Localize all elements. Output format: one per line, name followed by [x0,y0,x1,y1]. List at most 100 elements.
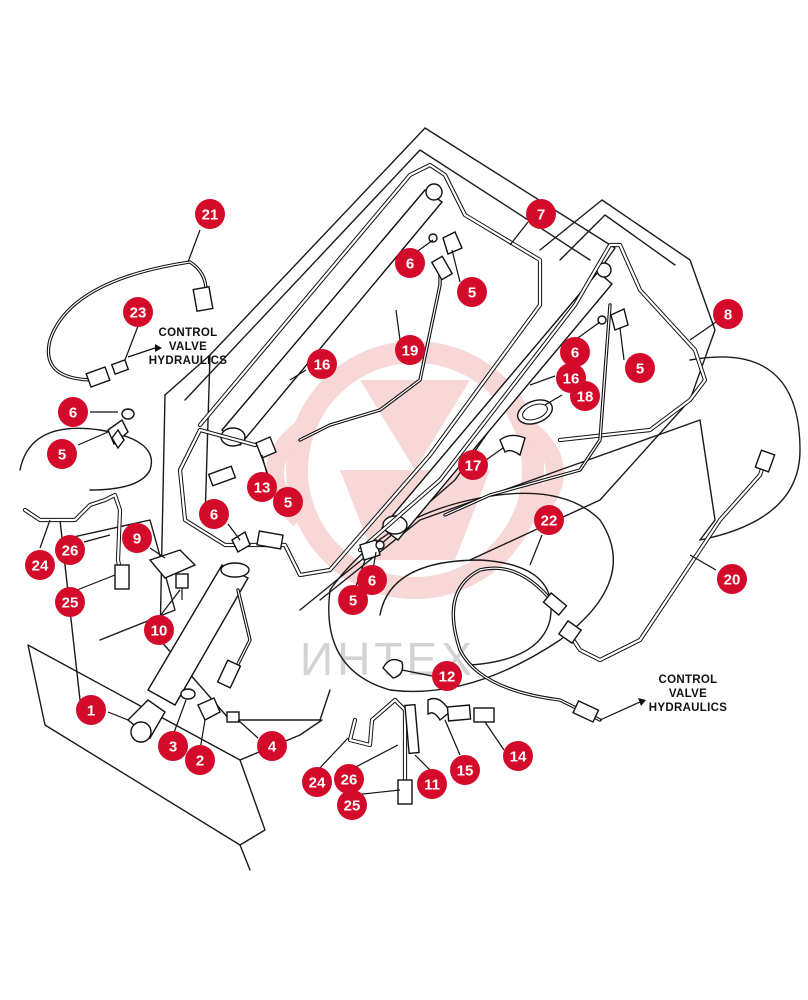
callout-12: 12 [432,661,462,691]
callout-circle [55,587,85,617]
callout-layer: 2123652426259106135161965786516181722206… [25,199,747,820]
callout-label: 5 [468,285,476,302]
callout-label: 7 [537,207,545,224]
note-lower-line-3: HYDRAULICS [649,702,727,714]
callout-circle [257,731,287,761]
callout-26: 26 [55,535,85,565]
note-upper-line-2: VALVE [169,341,207,353]
callout-label: 6 [368,573,376,590]
callout-24: 24 [302,767,332,797]
callout-circle [417,769,447,799]
callout-13: 13 [247,472,277,502]
callout-label: 5 [349,593,357,610]
note-upper-line-3: HYDRAULICS [149,355,227,367]
callout-circle [338,585,368,615]
callout-label: 25 [62,595,79,612]
fittings [107,231,629,755]
callout-label: 5 [636,361,644,378]
callout-label: 10 [151,623,168,640]
callout-10: 10 [144,615,174,645]
callout-circle [47,439,77,469]
callout-17: 17 [458,450,488,480]
callout-24: 24 [25,550,55,580]
callout-label: 26 [341,772,358,789]
callout-label: 20 [724,572,741,589]
callout-11: 11 [417,769,447,799]
callout-circle [76,695,106,725]
callout-5: 5 [338,585,368,615]
callout-circle [713,299,743,329]
callout-5: 5 [47,439,77,469]
callout-circle [302,767,332,797]
callout-circle [625,353,655,383]
callout-16: 16 [307,349,337,379]
callout-18: 18 [570,381,600,411]
callout-14: 14 [503,741,533,771]
callout-9: 9 [122,523,152,553]
callout-label: 6 [69,405,77,422]
callout-circle [503,741,533,771]
callout-circle [334,764,364,794]
callout-circle [195,199,225,229]
callout-circle [123,297,153,327]
callout-3: 3 [158,731,188,761]
tilt-cylinder [126,562,250,743]
callout-8: 8 [713,299,743,329]
callout-circle [55,535,85,565]
callout-22: 22 [534,505,564,535]
callout-label: 19 [402,343,419,360]
callout-label: 16 [563,371,580,388]
hydraulic-lines [22,162,776,805]
callout-circle [25,550,55,580]
callout-label: 3 [169,739,177,756]
note-lower-line-1: CONTROL [659,674,718,686]
callout-25: 25 [337,790,367,820]
callout-circle [450,755,480,785]
callout-label: 1 [87,703,95,720]
callout-5: 5 [625,353,655,383]
callout-label: 13 [254,480,271,497]
callout-6: 6 [395,248,425,278]
callout-circle [534,505,564,535]
callout-2: 2 [185,745,215,775]
callout-label: 23 [130,305,147,322]
callout-circle [526,199,556,229]
callout-label: 11 [424,777,440,794]
callout-20: 20 [717,564,747,594]
callout-label: 4 [268,739,277,756]
callout-21: 21 [195,199,225,229]
callout-7: 7 [526,199,556,229]
callout-6: 6 [58,397,88,427]
callout-label: 14 [510,749,527,766]
callout-label: 22 [541,513,558,530]
callout-label: 12 [439,669,456,686]
callout-circle [144,615,174,645]
callout-19: 19 [395,335,425,365]
callout-23: 23 [123,297,153,327]
callout-circle [307,349,337,379]
callout-circle [185,745,215,775]
callout-circle [395,248,425,278]
callout-5: 5 [457,277,487,307]
callout-label: 24 [32,558,49,575]
callout-circle [58,397,88,427]
callout-label: 6 [210,507,218,524]
callout-6: 6 [560,337,590,367]
callout-label: 16 [314,357,331,374]
callout-circle [570,381,600,411]
callout-circle [457,277,487,307]
note-lower-line-2: VALVE [669,688,707,700]
callout-label: 24 [309,775,326,792]
callout-25: 25 [55,587,85,617]
callout-circle [458,450,488,480]
callout-1: 1 [76,695,106,725]
callout-circle [337,790,367,820]
callout-4: 4 [257,731,287,761]
callout-15: 15 [450,755,480,785]
callout-label: 6 [406,256,414,273]
callout-label: 26 [62,543,79,560]
callout-label: 21 [202,207,219,224]
callout-label: 5 [58,447,66,464]
callout-6: 6 [199,499,229,529]
